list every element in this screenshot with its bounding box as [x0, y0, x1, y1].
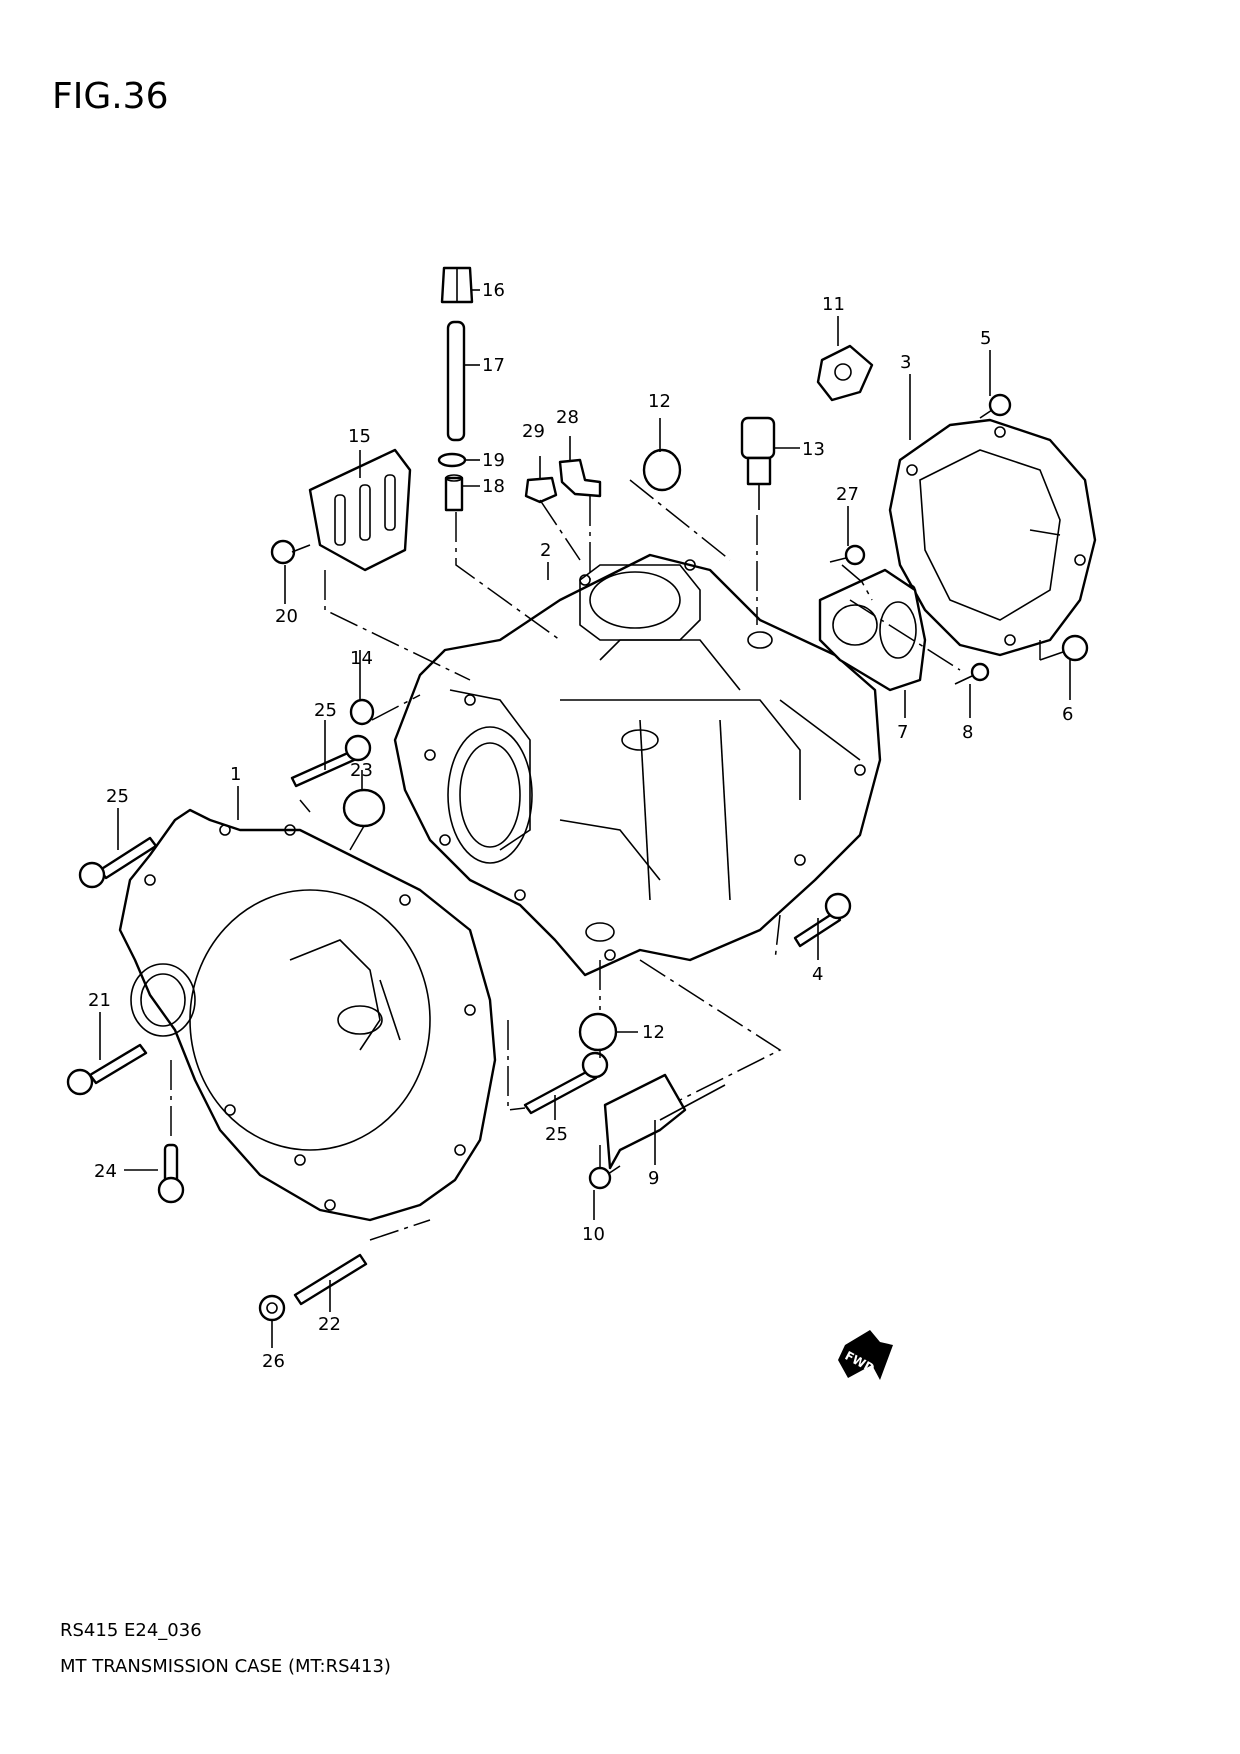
bolt-part-16 [270, 539, 311, 565]
callout-17: 16 [482, 280, 505, 301]
callout-4: 4 [812, 964, 823, 985]
fitting-part-19 [444, 474, 464, 512]
bolt-part-4 [793, 892, 852, 948]
callout-8: 8 [962, 722, 973, 743]
figure-title: FIG.36 [52, 76, 169, 117]
bracket-part-27 [558, 458, 602, 498]
washer-part-11 [816, 344, 874, 402]
callout-23: 23 [350, 760, 373, 781]
callout-5: 5 [980, 328, 991, 349]
fwd-arrow-badge: FWD [838, 1330, 893, 1380]
assembly-guide-lines [170, 479, 1041, 1241]
callout-2: 2 [540, 540, 551, 561]
callout-10: 10 [582, 1224, 605, 1245]
bolt-part-24 [157, 1143, 185, 1204]
callout-labels: 16 17 19 18 15 20 29 28 12 13 11 5 3 27 … [88, 280, 1073, 1372]
callout-18: 17 [482, 355, 505, 376]
callout-28: 29 [522, 421, 545, 442]
clutch-housing-part-1 [118, 808, 497, 1222]
callout-6: 6 [1062, 704, 1073, 725]
plug-part-23 [342, 788, 386, 828]
callout-22: 22 [318, 1314, 341, 1335]
callout-27: 28 [556, 407, 579, 428]
side-cover-part-3 [888, 418, 1097, 657]
callout-29: 27 [836, 484, 859, 505]
callout-16: 20 [275, 606, 298, 627]
callout-leaders [99, 289, 1071, 1348]
callout-12-upper: 12 [648, 391, 671, 412]
ring-part-20 [437, 452, 467, 468]
bracket-part-9 [603, 1073, 726, 1170]
callout-3: 3 [900, 352, 911, 373]
callout-14: 14 [350, 648, 373, 669]
pin-part-17 [440, 266, 474, 304]
tube-part-18 [446, 320, 466, 442]
bolt-part-25-lower [523, 1051, 609, 1115]
callout-20: 19 [482, 450, 505, 471]
callout-21: 21 [88, 990, 111, 1011]
callout-25-left: 25 [106, 786, 129, 807]
bolt-part-29 [829, 544, 866, 566]
callout-25-lower: 25 [545, 1124, 568, 1145]
sensor-part-13 [740, 416, 776, 510]
callout-12-lower: 12 [642, 1022, 665, 1043]
bolt-part-25-left [78, 836, 158, 889]
diagram-caption: MT TRANSMISSION CASE (MT:RS413) [60, 1656, 391, 1677]
callout-15: 15 [348, 426, 371, 447]
bolt-part-5 [979, 393, 1012, 419]
nut-part-26 [258, 1294, 286, 1322]
cap-part-12-upper [642, 448, 682, 492]
cap-part-12-lower [578, 1012, 618, 1052]
callout-19: 18 [482, 476, 505, 497]
bolt-part-21 [66, 1043, 148, 1096]
callout-7: 7 [897, 722, 908, 743]
bolt-part-25-upper [290, 734, 372, 788]
cap-part-14 [349, 698, 375, 726]
bracket-part-15 [308, 448, 412, 572]
bolt-part-8 [954, 662, 990, 685]
callout-9: 9 [648, 1168, 659, 1189]
clip-part-28 [524, 476, 558, 504]
diagram-code: RS415 E24_036 [60, 1620, 202, 1641]
callout-11: 11 [822, 294, 845, 315]
bolt-part-6 [1039, 634, 1089, 662]
transmission-case-part-2 [393, 553, 882, 977]
callout-1: 1 [230, 764, 241, 785]
callout-24: 24 [94, 1161, 117, 1182]
callout-13: 13 [802, 439, 825, 460]
callout-25-upper: 25 [314, 700, 337, 721]
gasket-part-7 [818, 568, 927, 692]
callout-26: 26 [262, 1351, 285, 1372]
bolt-part-10 [588, 1165, 621, 1190]
stud-part-22 [293, 1253, 368, 1306]
